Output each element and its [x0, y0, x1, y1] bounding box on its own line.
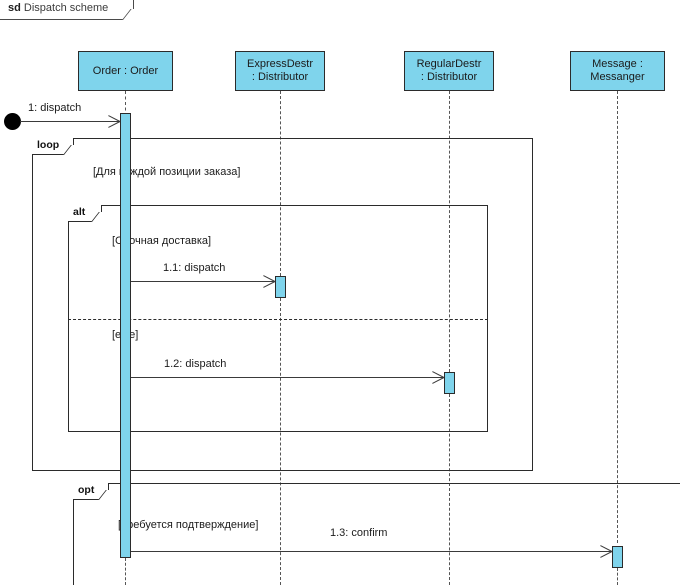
lifeline-expressdestr-lower [280, 298, 281, 585]
message-1-line[interactable] [20, 121, 120, 122]
fragment-alt[interactable] [68, 205, 488, 432]
activation-bar-regulardestr[interactable] [444, 372, 455, 394]
lifeline-messenger-lower [617, 568, 618, 585]
fragment-opt[interactable] [73, 483, 680, 585]
fragment-loop[interactable] [32, 138, 533, 471]
message-11-arrowhead [262, 274, 276, 288]
diagram-kind-label: sd [8, 2, 21, 14]
lifeline-head-regulardestr-line1: RegularDestr [416, 58, 482, 70]
lifeline-head-expressdestr-line2: : Distributor [251, 71, 309, 83]
lifeline-head-order-line1: Order : Order [92, 64, 159, 77]
activation-bar-order[interactable] [120, 113, 131, 558]
fragment-alt-operator-tab: alt [68, 205, 110, 222]
message-12-label: 1.2: dispatch [164, 358, 227, 370]
lifeline-head-messenger-line1: Message : [592, 58, 643, 70]
message-12-line[interactable] [131, 377, 444, 378]
lifeline-head-messenger[interactable]: Message : Messanger [570, 51, 665, 91]
fragment-opt-operator-label: opt [78, 484, 95, 496]
message-12-arrowhead [431, 370, 445, 384]
frame-tab-clip [122, 9, 143, 20]
message-13-line[interactable] [131, 551, 612, 552]
lifeline-expressdestr-upper [280, 91, 281, 276]
lifeline-head-regulardestr[interactable]: RegularDestr : Distributor [404, 51, 494, 91]
message-1-label: 1: dispatch [28, 102, 82, 114]
fragment-alt-divider [68, 319, 488, 320]
diagram-title-text: Dispatch scheme [23, 2, 109, 14]
lifeline-head-messenger-line2: Messanger [590, 71, 645, 83]
fragment-opt-operator-tab: opt [73, 483, 117, 500]
lifeline-head-order[interactable]: Order : Order [78, 51, 173, 91]
activation-bar-expressdestr[interactable] [275, 276, 286, 298]
lifeline-head-expressdestr-line1: ExpressDestr [246, 58, 314, 70]
message-13-arrowhead [599, 544, 613, 558]
lifeline-regulardestr-lower [449, 394, 450, 585]
message-11-line[interactable] [131, 281, 275, 282]
lifeline-order [125, 91, 126, 116]
lifeline-order-tail [125, 558, 126, 585]
diagram-title: sd Dispatch scheme [8, 2, 108, 14]
diagram-frame-tab [0, 0, 143, 20]
fragment-alt-operator-label: alt [73, 206, 86, 218]
fragment-loop-guard: [Для каждой позиции заказа] [93, 166, 241, 178]
fragment-loop-operator-tab: loop [32, 138, 82, 155]
activation-bar-messenger[interactable] [612, 546, 623, 568]
fragment-opt-guard: [Требуется подтверждение] [118, 519, 259, 531]
found-message-start-dot [4, 113, 21, 130]
message-13-label: 1.3: confirm [330, 527, 388, 539]
lifeline-regulardestr-upper [449, 91, 450, 372]
lifeline-head-expressdestr[interactable]: ExpressDestr : Distributor [235, 51, 325, 91]
fragment-loop-operator-label: loop [37, 139, 60, 151]
lifeline-messenger-upper [617, 91, 618, 543]
message-1-arrowhead [107, 114, 121, 128]
lifeline-head-regulardestr-line2: : Distributor [420, 71, 478, 83]
message-11-label: 1.1: dispatch [163, 262, 226, 274]
fragment-alt-guard: [Срочная доставка] [112, 235, 212, 247]
